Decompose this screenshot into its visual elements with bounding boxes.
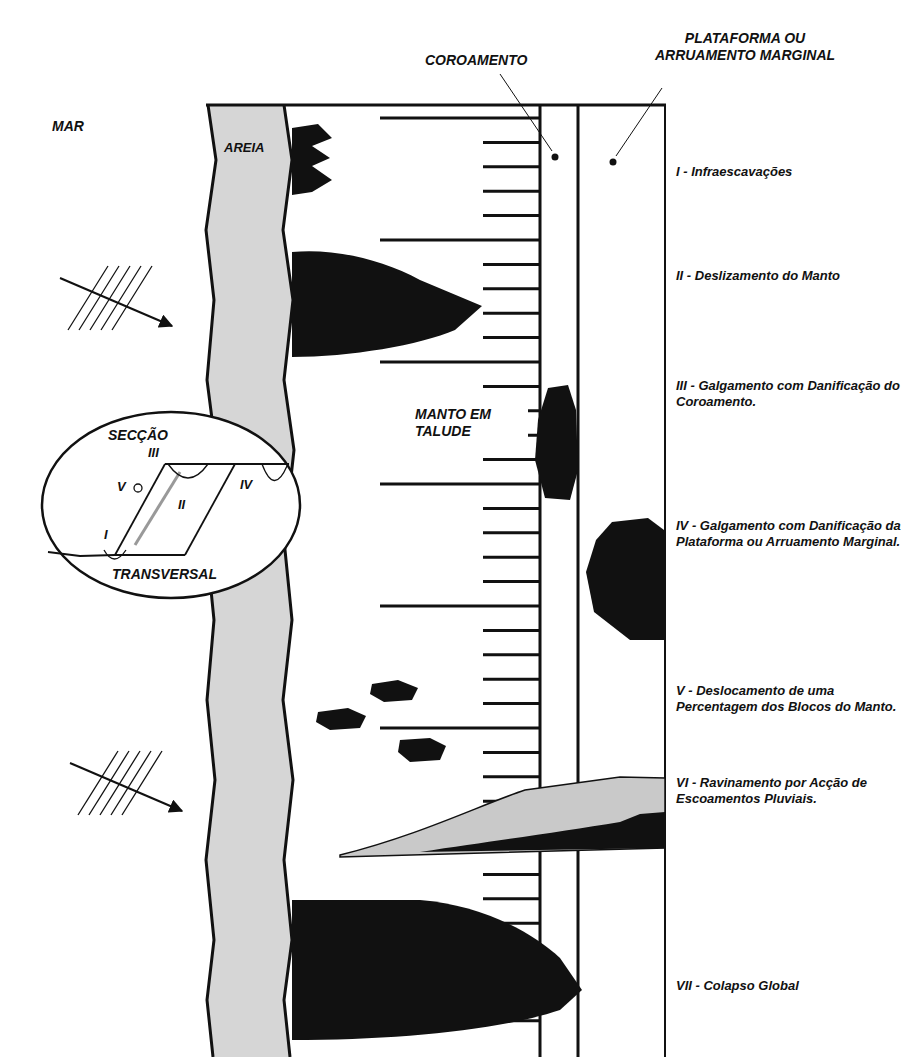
slope-tick (483, 458, 540, 461)
damage-armour-slide (292, 251, 482, 357)
slope-hatching (380, 118, 540, 1021)
wave-crest (68, 266, 108, 330)
damage-arc (134, 484, 142, 492)
slope-tick (483, 165, 540, 168)
wave-crest (90, 266, 130, 330)
damage-crown (535, 385, 578, 500)
callout-number: III (148, 445, 159, 461)
callout-number: V (117, 479, 126, 495)
gully-erosion (340, 777, 665, 857)
wave-direction-arrow (60, 278, 172, 326)
damage-type: VII - Colapso Global (676, 978, 912, 994)
callout-number: I (104, 527, 108, 543)
slope-tick (483, 214, 540, 217)
damage-type: IV - Galgamento com Danificação da Plata… (676, 518, 912, 549)
damage-type: III - Galgamento com Danificação do Coro… (676, 378, 912, 409)
frame-top (206, 104, 666, 107)
armour-layer (135, 472, 180, 545)
slope-tick (483, 775, 540, 778)
part-name: MANTO EM TALUDE (412, 405, 528, 441)
damage-platform (586, 518, 664, 640)
slope-tick (483, 190, 540, 193)
slope-tick (483, 653, 540, 656)
slope-tick (483, 385, 540, 388)
slope-tick (483, 141, 540, 144)
leader-line (616, 88, 662, 156)
section-inset: SECÇÃO TRANSVERSAL (40, 410, 302, 600)
slope-tick (380, 483, 540, 486)
damage-type: VI - Ravinamento por Acção de Escoamento… (676, 775, 912, 806)
wave-crest (89, 751, 129, 815)
displaced-block (398, 738, 446, 762)
inset-title: TRANSVERSAL (112, 566, 217, 583)
global-collapse (292, 900, 582, 1040)
damage-type: II - Deslizamento do Manto (676, 268, 912, 284)
wave-symbol (70, 751, 182, 815)
slope-tick (483, 312, 540, 315)
slope-tick (380, 605, 540, 608)
part-name: MAR (52, 118, 84, 135)
callout-number: IV (240, 477, 252, 493)
frame-right (664, 105, 666, 1057)
wave-direction-arrow (70, 763, 182, 811)
damage-arc (262, 464, 287, 481)
damage-arc (104, 550, 126, 559)
slope-tick (483, 702, 540, 705)
section-line (165, 463, 289, 465)
wave-crest (112, 266, 152, 330)
slope-tick (483, 629, 540, 632)
crown-dot (552, 154, 559, 161)
slope-tick (483, 287, 540, 290)
slope-tick (483, 580, 540, 583)
slope-tick (380, 361, 540, 364)
wave-crest (100, 751, 140, 815)
callout-number: II (178, 497, 185, 513)
slope-tick (483, 751, 540, 754)
slope-tick (483, 897, 540, 900)
damage-type: V - Deslocamento de uma Percentagem dos … (676, 683, 912, 714)
slope-tick (483, 678, 540, 681)
wave-symbol (60, 266, 172, 330)
part-name: COROAMENTO (425, 52, 527, 69)
part-name: PLATAFORMA OU ARRUAMENTO MARGINAL (645, 30, 845, 64)
wave-crest (78, 751, 118, 815)
inset-circle (42, 412, 300, 598)
wave-crest (122, 751, 162, 815)
displaced-block (316, 708, 366, 730)
wave-crest (79, 266, 119, 330)
slope-tick (483, 507, 540, 510)
leader-line (500, 74, 552, 151)
crest-line (539, 105, 542, 1057)
part-name: AREIA (224, 140, 264, 156)
slope-tick (483, 336, 540, 339)
slope-tick (483, 556, 540, 559)
slope-tick (380, 727, 540, 730)
inset-title: SECÇÃO (108, 427, 168, 444)
cross-section-drawing (48, 464, 289, 559)
slope-tick (380, 117, 540, 120)
damage-undermining (292, 124, 332, 195)
slope-tick (483, 873, 540, 876)
gully-erosion-dark (420, 812, 665, 852)
slope-tick (380, 239, 540, 242)
damage-type: I - Infraescavações (676, 164, 912, 180)
platform-dot (610, 159, 617, 166)
damage-arc (168, 464, 208, 478)
crown-line (577, 105, 580, 1057)
slope-tick (483, 263, 540, 266)
slope-tick (483, 531, 540, 534)
displaced-block (370, 680, 418, 702)
